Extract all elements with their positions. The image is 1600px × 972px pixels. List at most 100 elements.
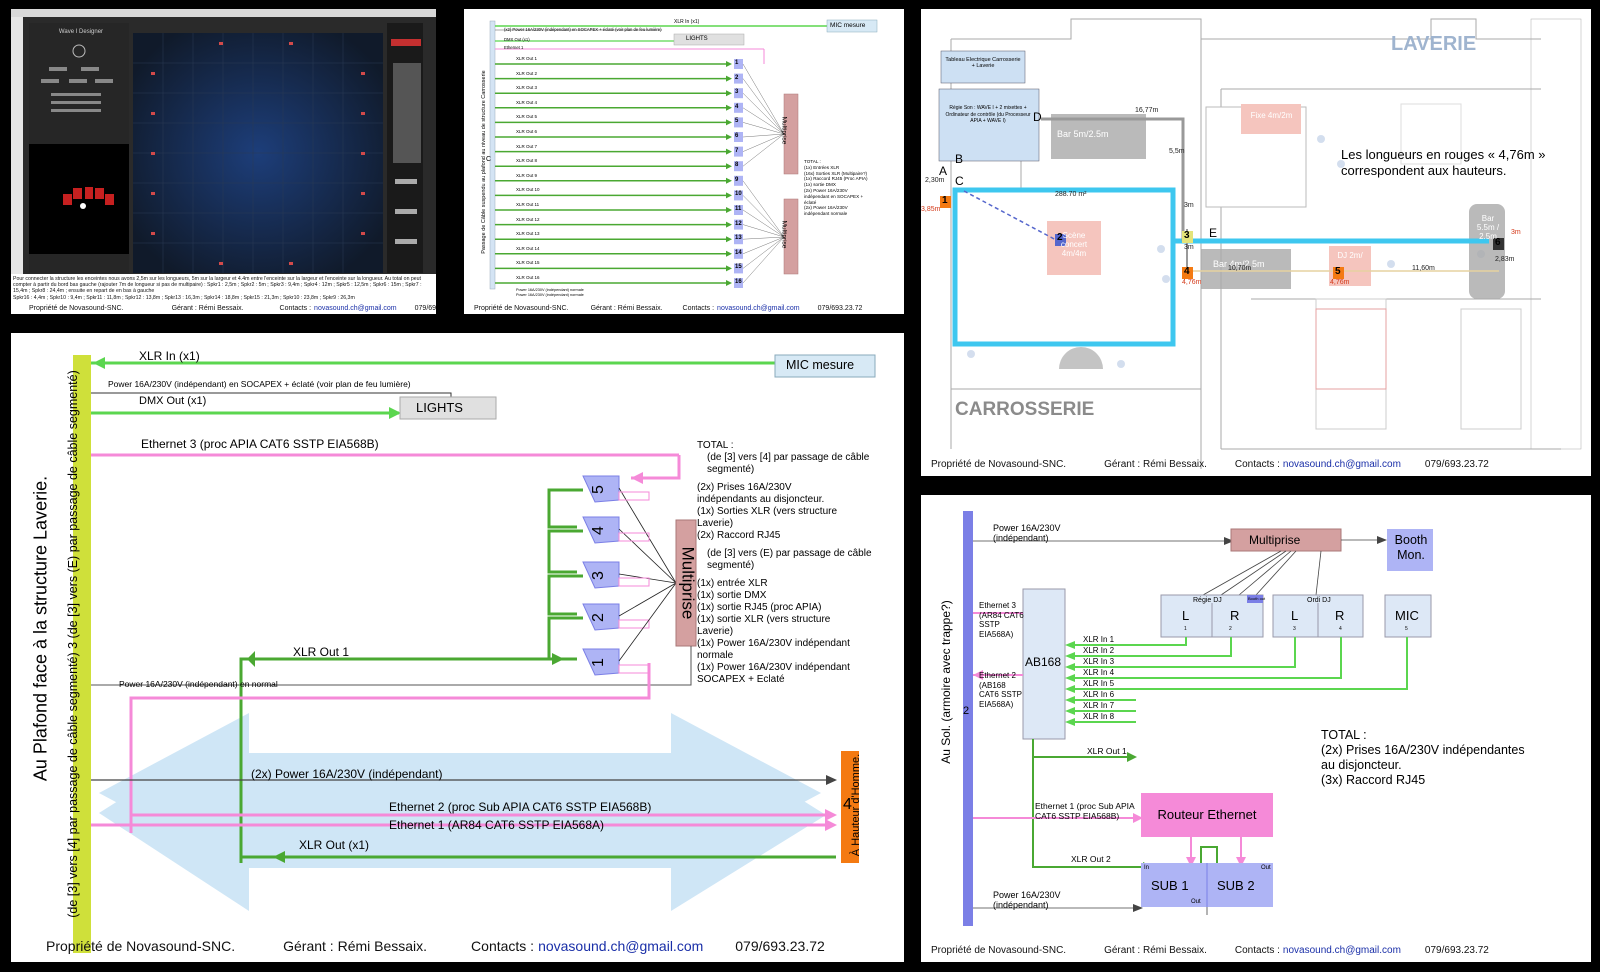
xlr-out-arrow [726,90,732,97]
pink-link [618,491,650,501]
power-link [618,582,677,617]
speaker-number: 13 [735,235,742,242]
xlr-out-arrow [726,119,732,126]
distance-label: 2,30m [925,177,945,184]
plan-letter: A [939,164,948,178]
carrosserie-label: CARROSSERIE [955,399,1095,420]
p5-power-top: Power 16A/230V (indépendant) [993,523,1061,543]
p4-ethernet1: Ethernet 1 (AR84 CAT6 SSTP EIA568A) [389,818,604,832]
fixe-label: Fixe 4m/2m [1250,111,1293,120]
speaker-number: 9 [735,176,739,183]
channel-number: 1 [1184,626,1187,632]
p5-ethernet2: Ethernet 2 (AB168 CAT6 SSTP EIA568A) [979,671,1022,709]
xlr-in-arrow [1065,652,1075,660]
total-line: indépendants au disjoncteur. [697,494,825,505]
footer-email[interactable]: novasound.ch@gmail.com [538,938,704,954]
power-link [618,582,677,662]
power-link [618,487,677,584]
footer-manager: Gérant : Rémi Bessaix. [1104,459,1207,470]
total-line: (2x) Power 16A/230V [804,187,848,193]
footer-owner: Propriété de Novasound-SNC. [931,459,1067,470]
panel-carrosserie-cabling: XLR In (x1) MIC mesure (x2) Power 16A/23… [464,9,904,314]
plan-letter: D [1033,110,1042,124]
xlr-in-label: XLR In 4 [1083,668,1115,677]
xlr-out-label: XLR Out 5 [516,114,538,120]
total-line: (de [3] vers (E) par passage de câble se… [707,548,872,571]
p5-left-label: Au Sol. (armoire avec trappe?) [939,600,953,764]
xlr-out-label: XLR Out 6 [516,129,538,134]
speaker-number: 5 [590,485,607,494]
power-link [742,236,785,269]
p4-power-normal: Power 16A/230V (indépendant) en normal [119,679,278,689]
p5-mic: MIC [1395,608,1419,623]
total-line: au disjoncteur. [1321,758,1402,772]
p2-power-bottom2: Power 16A/230V (indépendant) normale [516,293,584,297]
bar1-label: Bar 5m/2.5m [1057,129,1109,139]
total-line: (1x) sortie XLR (vers structure [697,614,831,625]
total-line: Laverie) [697,518,734,529]
p4-lights: LIGHTS [416,400,463,415]
xlr-out-arrow [726,104,732,111]
app-title: Wave I Designer [58,29,104,35]
xlr-out-label: XLR Out 3 [516,85,538,91]
speaker-box [734,161,743,172]
power-link [742,224,785,238]
power-link [742,133,785,167]
footer-email[interactable]: novasound.ch@gmail.com [1282,459,1401,470]
total-line: (1x) sortie DMX [804,182,836,188]
footer-contacts-label: Contacts : [1234,945,1280,956]
total-line: (1x) sortie RJ45 (proc APIA) [697,602,822,613]
xlr-out-arrow [726,148,732,155]
footer: Propriété de Novasound-SNC. Gérant : Rém… [921,459,1591,470]
power-link [742,236,785,240]
menu-bar [11,9,436,17]
footer-email[interactable]: novasound.ch@gmail.com [1282,945,1401,956]
xlr-in-arrow [1065,707,1075,715]
xlr-out-arrow [726,236,732,243]
speaker-number: 6 [735,133,739,139]
xlr-out-label: XLR Out 1 [516,56,538,61]
channel-number: 3 [1293,626,1296,632]
power-link [742,133,785,138]
panel-wave-designer: Wave I Designer [11,9,436,314]
speaker-number: 4 [735,103,739,110]
power-link [742,122,785,135]
panel-au-sol: Au Sol. (armoire avec trappe?) 2 Power 1… [921,495,1591,962]
p4-ethernet3: Ethernet 3 (proc APIA CAT6 SSTP EIA568B) [141,437,379,451]
speaker-number: 2 [735,74,739,81]
xlr-in-line [1069,637,1342,679]
p4-box4-text: À Hauteur d'Homme. [850,753,862,857]
distance-label: 2,83m [1495,256,1515,263]
speaker-number: 2 [590,613,607,622]
xlr-out-arrow [726,61,732,67]
total-line: (1x) Sorties XLR (vers structure [697,506,838,517]
pink-link [618,577,650,587]
power-link [742,209,785,238]
xlr-out-arrow [726,207,732,213]
footer-phone: 079/693.23.72 [1424,945,1489,956]
total-line: TOTAL : [697,440,734,451]
xlr-in-arrow [1065,674,1075,682]
speaker-box [734,175,743,186]
distance-label: 3,85m [921,206,941,213]
plan-number: 2 [1057,232,1063,243]
wave-description: Pour connecter la structure les enceinte… [13,276,422,301]
p5-r1: R [1230,608,1240,623]
xlr-in-line [1069,637,1408,690]
total-line: (1x) Raccord RJ45 (Proc APIA) [804,176,868,182]
p5-xlr-out1: XLR Out 1 [1087,746,1127,756]
scene-label: Scène concert 4m/4m [1060,231,1088,258]
xlr-in-arrow [1065,641,1075,649]
total-line: (1x) Power 16A/230V indépendant [697,662,850,673]
xlr-in-label: XLR In 8 [1083,712,1115,721]
total-line: (de [3] vers [4] par passage de câble se… [707,452,870,475]
footer-email[interactable]: novasound.ch@gmail.com [314,305,397,312]
footer-contacts-label: Contacts : [682,305,715,312]
carrosserie-diagram [489,19,878,290]
xlr-out-label: XLR Out 4 [516,99,538,105]
footer-email[interactable]: novasound.ch@gmail.com [717,305,800,312]
xlr-out-arrow [726,221,732,228]
bar3-label: Bar 5.5m / 2.5m [1476,214,1500,241]
p4-power2x: (2x) Power 16A/230V (indépendant) [251,767,443,781]
